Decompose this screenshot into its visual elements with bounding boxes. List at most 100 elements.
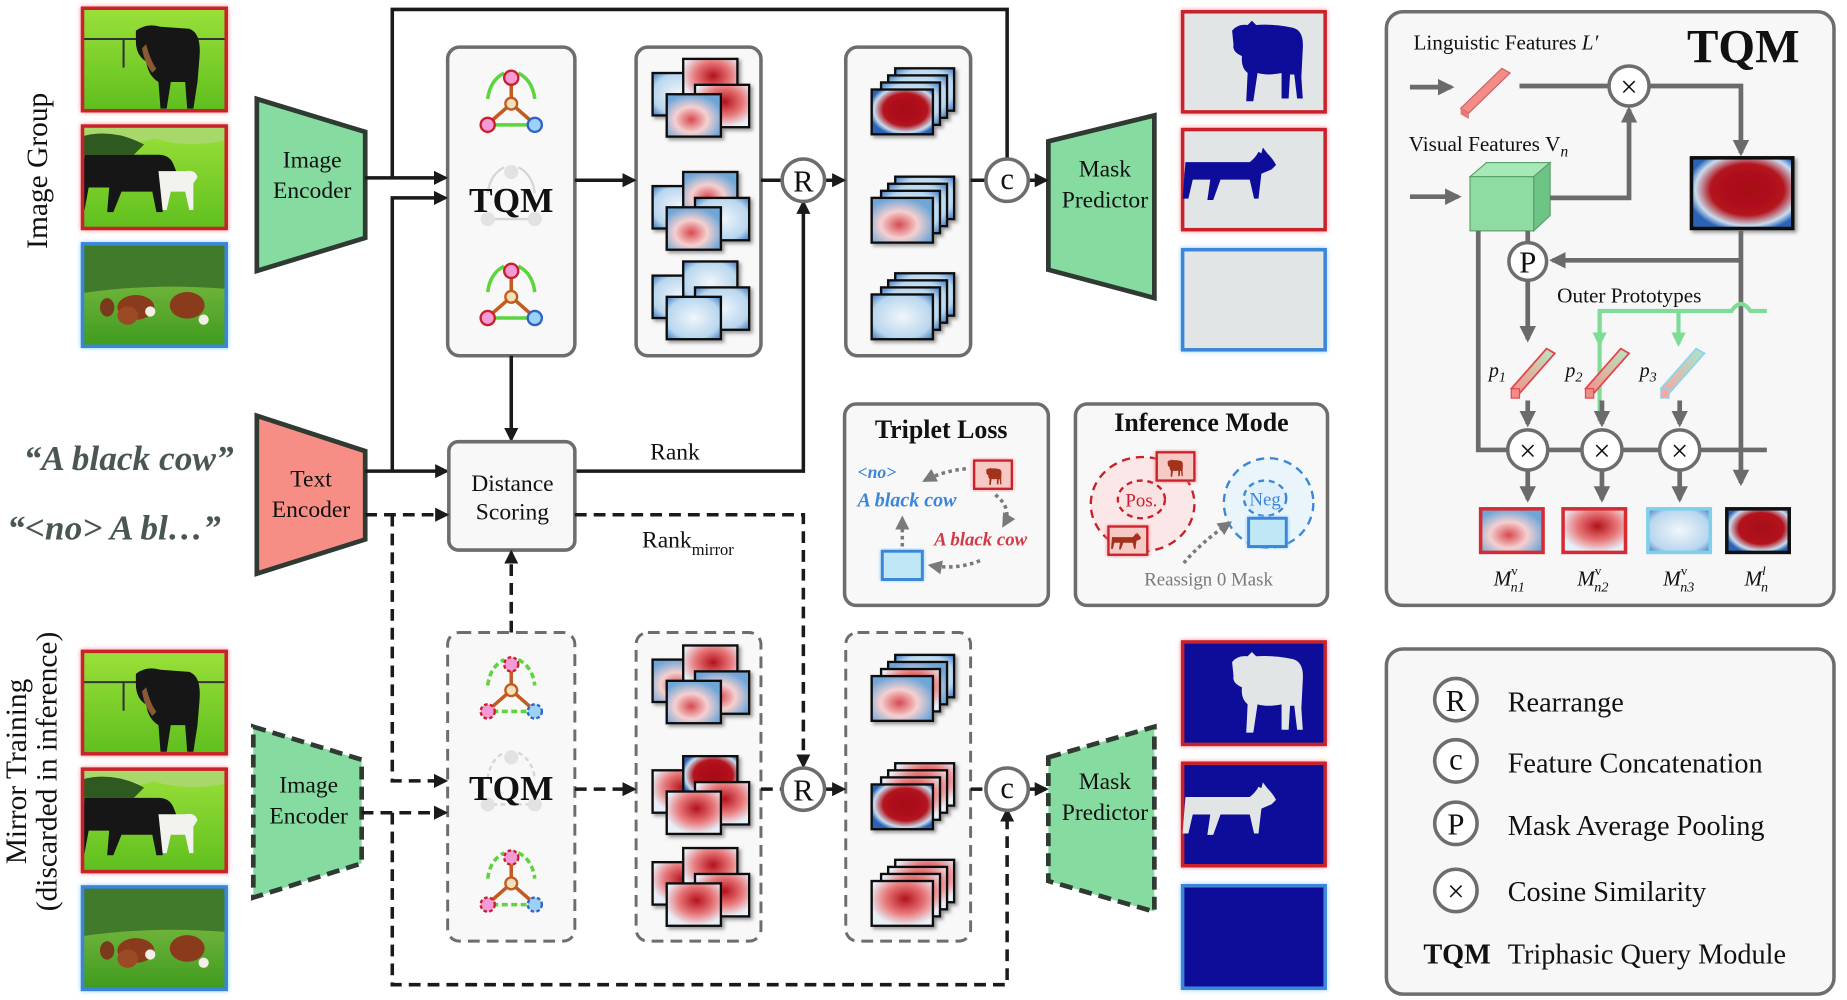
svg-text:c: c bbox=[1000, 162, 1014, 196]
svg-text:R: R bbox=[1446, 684, 1467, 718]
prototype-p1 bbox=[1509, 347, 1557, 399]
similarity-map-stack bbox=[651, 644, 751, 725]
mirror-training-note: (discarded in inference) bbox=[32, 632, 64, 912]
rearranged-map-stack bbox=[870, 272, 956, 341]
output-map-mn1 bbox=[1478, 507, 1545, 555]
mirror-image-encoder-label-1: Image bbox=[279, 773, 338, 799]
mirror-training-label: Mirror Training bbox=[1, 678, 33, 864]
cosine-node-2: × bbox=[1580, 428, 1624, 472]
rank-label: Rank bbox=[650, 439, 700, 465]
text-to-tqm-line bbox=[390, 190, 449, 472]
rank-mirror-label: Rankmirror bbox=[642, 528, 734, 559]
svg-text:P: P bbox=[1447, 807, 1464, 841]
language-similarity-map bbox=[1689, 156, 1795, 231]
mirror-image-2 bbox=[80, 767, 228, 874]
image-group-label: Image Group bbox=[22, 93, 54, 249]
mirror-mask-predictor-label-2: Predictor bbox=[1062, 800, 1148, 826]
legend-item-tqm: TQM Triphasic Query Module bbox=[1423, 939, 1786, 970]
similarity-map-stack bbox=[651, 260, 751, 341]
mirror-image-encoder: Image Encoder bbox=[250, 723, 365, 901]
prototype-label-p2: p2 bbox=[1563, 360, 1582, 386]
mirror-output-mask-1 bbox=[1180, 640, 1327, 747]
concat-node: c bbox=[984, 157, 1031, 204]
outer-prototypes-line bbox=[1597, 301, 1767, 422]
svg-text:P: P bbox=[1519, 246, 1536, 280]
tqm-label-top: TQM bbox=[469, 181, 553, 220]
mirror-mask-predictor-label-1: Mask bbox=[1079, 769, 1132, 795]
rank-line bbox=[574, 199, 811, 473]
tqm-graph-icon bbox=[479, 69, 544, 134]
svg-text:Rearrange: Rearrange bbox=[1508, 687, 1624, 718]
similarity-map-stack bbox=[651, 755, 751, 836]
mirror-concat-node: c bbox=[984, 766, 1031, 813]
input-image-2 bbox=[80, 124, 228, 231]
mirror-skip-line bbox=[390, 807, 1015, 987]
outer-prototypes-label: Outer Prototypes bbox=[1557, 284, 1701, 308]
legend-panel bbox=[1384, 647, 1836, 996]
mask-predictor-label-2: Predictor bbox=[1062, 187, 1148, 213]
linguistic-feature-bar bbox=[1459, 67, 1512, 119]
rearranged-map-stack bbox=[870, 858, 956, 927]
svg-text:Feature Concatenation: Feature Concatenation bbox=[1508, 749, 1763, 780]
prototype-p3 bbox=[1659, 347, 1706, 399]
tqm-detail-title: TQM bbox=[1687, 21, 1800, 73]
positive-core bbox=[1116, 479, 1167, 520]
visual-feature-cube bbox=[1468, 161, 1552, 233]
mask-predictor: Mask Predictor bbox=[1045, 112, 1157, 302]
similarity-map-stack bbox=[651, 846, 751, 927]
output-mask-3 bbox=[1180, 247, 1327, 352]
reassign-caption: Reassign 0 Mask bbox=[1144, 569, 1273, 590]
triplet-arrow bbox=[922, 467, 967, 483]
text-encoder: Text Encoder bbox=[254, 412, 368, 577]
svg-text:c: c bbox=[1000, 771, 1014, 805]
prototype-label-p1: p1 bbox=[1487, 360, 1506, 386]
output-map-mn2 bbox=[1561, 507, 1628, 555]
text-neg-to-mirror-tqm-line bbox=[390, 514, 449, 788]
image-encoder: Image Encoder bbox=[254, 95, 368, 275]
mirror-image-1 bbox=[80, 649, 228, 756]
triplet-neg-text: A black cow bbox=[856, 489, 958, 511]
prototype-p2 bbox=[1584, 347, 1631, 399]
rearranged-map-stack bbox=[870, 67, 956, 136]
skip-connection-line bbox=[390, 7, 1015, 177]
svg-text:×: × bbox=[1519, 434, 1536, 468]
mirror-output-mask-3 bbox=[1180, 883, 1327, 990]
mirror-image-3 bbox=[80, 885, 228, 992]
svg-text:TQM: TQM bbox=[1423, 939, 1490, 970]
similarity-map-stack bbox=[651, 57, 751, 138]
triplet-pos-text: A black cow bbox=[933, 529, 1028, 550]
cosine-to-map-line bbox=[1649, 83, 1750, 157]
input-image-1 bbox=[80, 6, 228, 113]
rearrange-node: R bbox=[780, 157, 827, 204]
tqm-graph-icon bbox=[479, 849, 544, 913]
tqm-faded-graph-icon bbox=[480, 750, 542, 812]
inference-negative-image bbox=[1247, 516, 1288, 548]
tqm-graph-icon bbox=[479, 656, 544, 720]
inference-positive-image bbox=[1155, 451, 1196, 482]
rearranged-map-stack bbox=[870, 762, 956, 831]
svg-text:R: R bbox=[793, 164, 814, 198]
svg-text:×: × bbox=[1671, 434, 1688, 468]
svg-text:Triphasic Query Module: Triphasic Query Module bbox=[1508, 939, 1786, 970]
input-image-3 bbox=[80, 242, 228, 349]
output-map-mnl bbox=[1725, 507, 1791, 555]
linguistic-features-label: Linguistic Features L′ bbox=[1413, 30, 1598, 54]
text-encoder-label-2: Encoder bbox=[272, 497, 351, 523]
cosine-node-3: × bbox=[1657, 428, 1702, 472]
output-map-mn3 bbox=[1646, 507, 1713, 555]
triplet-arrow bbox=[994, 493, 1016, 528]
svg-text:Cosine Similarity: Cosine Similarity bbox=[1508, 877, 1707, 908]
prototype-label-p3: p3 bbox=[1638, 360, 1657, 386]
legend-item-pooling: P Mask Average Pooling bbox=[1432, 800, 1765, 847]
tqm-graph-icon bbox=[479, 262, 544, 327]
tqm-label-mirror: TQM bbox=[469, 769, 553, 808]
negative-core bbox=[1242, 479, 1288, 518]
text-input-positive: “A black cow” bbox=[24, 439, 234, 478]
svg-text:×: × bbox=[1447, 875, 1464, 909]
image-encoder-label-1: Image bbox=[283, 147, 342, 173]
distance-scoring-label-2: Scoring bbox=[476, 499, 549, 525]
svg-text:Mask Average Pooling: Mask Average Pooling bbox=[1508, 811, 1765, 842]
